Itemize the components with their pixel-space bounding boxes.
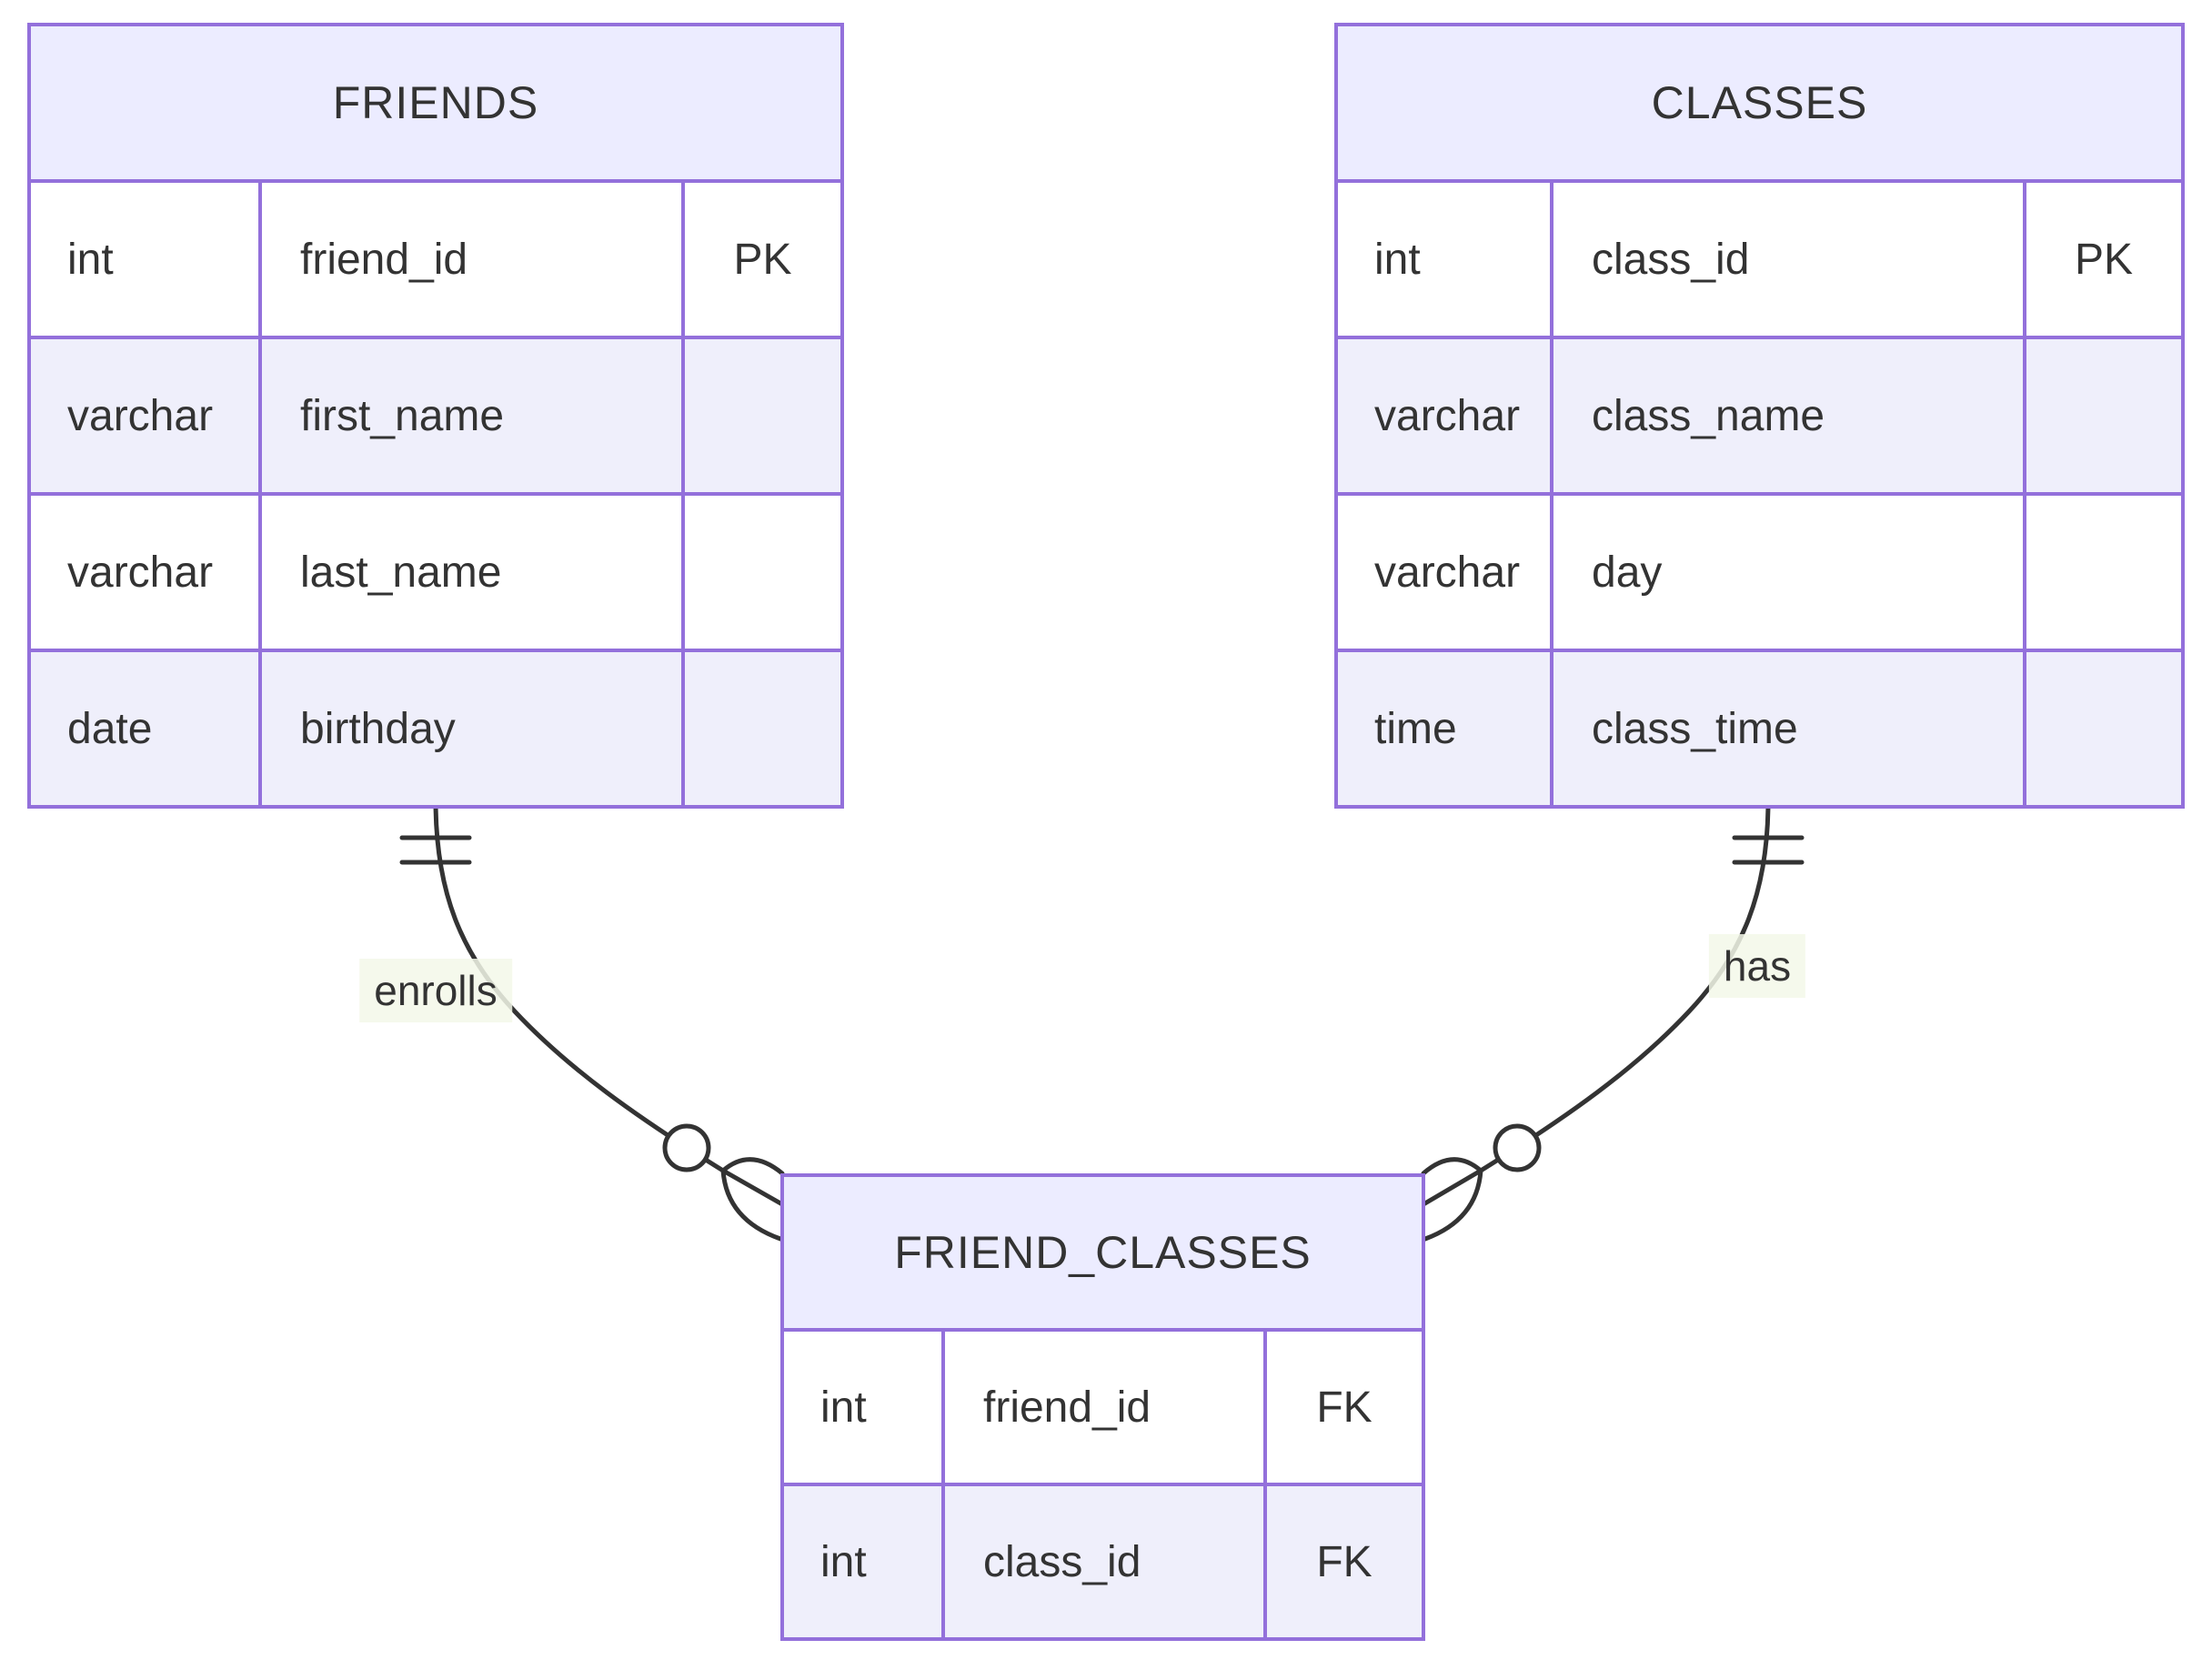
attribute-type: int — [1338, 183, 1550, 336]
attribute-key — [685, 496, 840, 649]
attribute-key: PK — [2026, 183, 2181, 336]
relationship-classes-friend-classes — [1421, 802, 1805, 1242]
attribute-key: PK — [685, 183, 840, 336]
one-cardinality-icon — [399, 835, 472, 865]
entity-title: FRIEND_CLASSES — [784, 1177, 1422, 1328]
attribute-row: time class_time — [1338, 652, 2181, 805]
attribute-key — [2026, 496, 2181, 649]
attribute-name: friend_id — [262, 183, 681, 336]
attribute-name: first_name — [262, 339, 681, 492]
attribute-type: date — [31, 652, 258, 805]
attribute-type: time — [1338, 652, 1550, 805]
attribute-name: class_id — [1553, 183, 2023, 336]
zero-circle-icon — [1493, 1123, 1542, 1172]
attribute-type: int — [31, 183, 258, 336]
entity-friend-classes: FRIEND_CLASSES int friend_id FK int clas… — [780, 1173, 1425, 1641]
attribute-key — [2026, 339, 2181, 492]
attribute-key — [685, 339, 840, 492]
relationship-label-enrolls: enrolls — [359, 959, 512, 1022]
entity-classes: CLASSES int class_id PK varchar class_na… — [1334, 23, 2185, 809]
attribute-name: birthday — [262, 652, 681, 805]
attribute-row: varchar last_name — [31, 496, 840, 649]
attribute-name: day — [1553, 496, 2023, 649]
attribute-row: varchar first_name — [31, 339, 840, 492]
crow-foot-icon — [720, 1157, 785, 1242]
attribute-type: int — [784, 1486, 941, 1637]
crow-foot-icon — [1421, 1157, 1483, 1242]
attribute-key: FK — [1267, 1332, 1422, 1483]
attribute-row: int friend_id FK — [784, 1332, 1422, 1483]
attribute-row: date birthday — [31, 652, 840, 805]
entity-friends: FRIENDS int friend_id PK varchar first_n… — [27, 23, 844, 809]
attribute-name: last_name — [262, 496, 681, 649]
attribute-name: class_id — [945, 1486, 1263, 1637]
attribute-row: int class_id PK — [1338, 183, 2181, 336]
attribute-row: varchar day — [1338, 496, 2181, 649]
attribute-type: varchar — [1338, 339, 1550, 492]
attribute-row: int class_id FK — [784, 1486, 1422, 1637]
attribute-name: friend_id — [945, 1332, 1263, 1483]
attribute-type: int — [784, 1332, 941, 1483]
one-cardinality-icon — [1732, 835, 1805, 865]
attribute-name: class_time — [1553, 652, 2023, 805]
entity-title: FRIENDS — [31, 26, 840, 179]
attribute-type: varchar — [31, 339, 258, 492]
attribute-key: FK — [1267, 1486, 1422, 1637]
entity-title: CLASSES — [1338, 26, 2181, 179]
attribute-key — [2026, 652, 2181, 805]
zero-circle-icon — [662, 1123, 711, 1172]
attribute-row: int friend_id PK — [31, 183, 840, 336]
attribute-row: varchar class_name — [1338, 339, 2181, 492]
attribute-type: varchar — [1338, 496, 1550, 649]
relationship-label-has: has — [1708, 934, 1806, 998]
attribute-type: varchar — [31, 496, 258, 649]
attribute-name: class_name — [1553, 339, 2023, 492]
attribute-key — [685, 652, 840, 805]
